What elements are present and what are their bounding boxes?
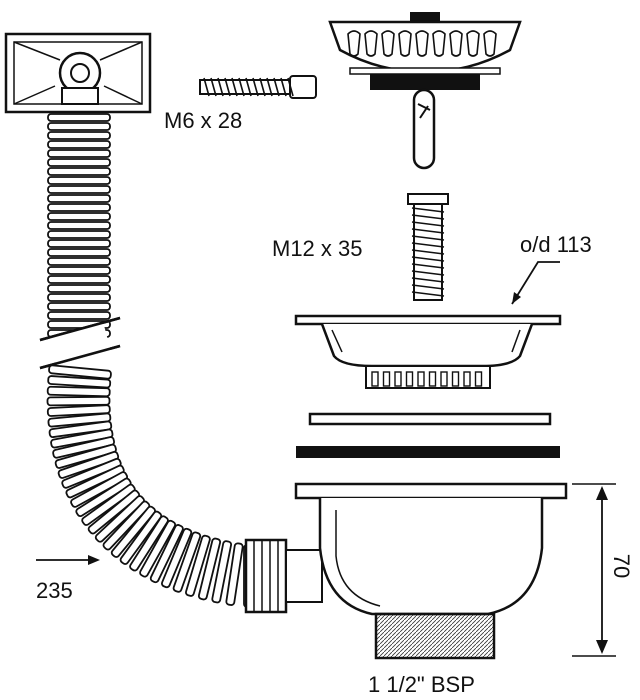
sink-flange: [294, 314, 562, 389]
overflow-outlet: [4, 32, 152, 114]
hose-connector-nut: [244, 538, 323, 614]
m6-screw: [199, 75, 317, 99]
washer-thin: [308, 412, 552, 426]
hose-length-label: 235: [36, 578, 73, 603]
strainer-basket: [328, 12, 522, 170]
m6-screw-label: M6 x 28: [164, 108, 242, 133]
m12-screw-label: M12 x 35: [272, 236, 363, 261]
thread-label: 1 1/2" BSP: [368, 672, 475, 697]
height-dimension: [572, 483, 616, 657]
overflow-hose-lower: [46, 364, 253, 608]
height-label: 70: [609, 554, 634, 578]
overflow-hose-upper: [47, 113, 111, 338]
hose-length-arrow: [36, 555, 100, 565]
rubber-seal: [296, 446, 560, 458]
hose-break-symbol: [39, 316, 121, 370]
outer-diameter-label: o/d 113: [520, 232, 592, 257]
waste-body: [294, 482, 568, 660]
m12-screw: [407, 193, 449, 301]
outer-diameter-leader: [511, 261, 560, 305]
